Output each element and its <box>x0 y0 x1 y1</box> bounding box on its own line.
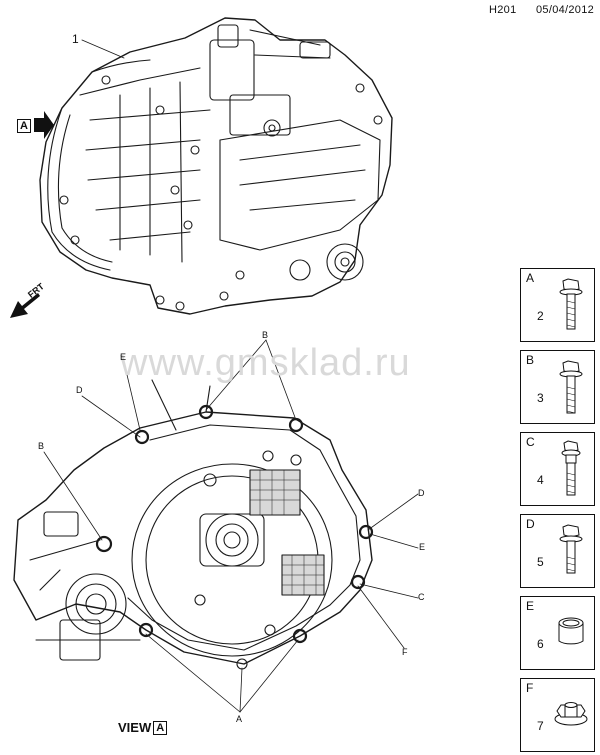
callout-e-left: E <box>120 352 127 362</box>
callout-c-right: C <box>418 592 425 602</box>
callout-b-left: B <box>38 441 45 451</box>
view-letter-box: A <box>153 721 168 735</box>
part-panel-f: F 7 <box>520 678 595 752</box>
bell-housing-view-a <box>13 379 374 670</box>
part-number: 6 <box>537 637 544 651</box>
part-panel-b: B 3 <box>520 350 595 424</box>
part-letter: B <box>526 353 535 367</box>
part-number: 3 <box>537 391 544 405</box>
view-arrow-icon <box>34 111 54 139</box>
callout-f-right: F <box>402 647 408 657</box>
part-letter: D <box>526 517 535 531</box>
drawing-code: H201 <box>489 4 517 16</box>
callout-e-right: E <box>419 542 426 552</box>
part-panel-e: E 6 <box>520 596 595 670</box>
callout-b-top: B <box>262 330 269 340</box>
part-number: 2 <box>537 309 544 323</box>
watermark: www.gmsklad.ru <box>120 342 411 384</box>
part-letter: F <box>526 681 534 695</box>
bolt-flange-short-icon <box>559 524 583 574</box>
callout-a-bottom: A <box>236 714 243 724</box>
view-arrow-label: A <box>17 119 31 133</box>
callout-d-right: D <box>418 488 425 498</box>
part-number: 5 <box>537 555 544 569</box>
bolt-flange-long-icon <box>559 278 583 330</box>
part-letter: C <box>526 435 535 449</box>
part-number: 4 <box>537 473 544 487</box>
part-letter: E <box>526 599 535 613</box>
bolt-flange-long-icon <box>559 360 583 414</box>
part-number: 7 <box>537 719 544 733</box>
bolt-collar-icon <box>561 440 581 496</box>
drawing-date: 05/04/2012 <box>536 4 595 16</box>
part-panel-d: D 5 <box>520 514 595 588</box>
front-arrow-icon <box>10 293 40 318</box>
transmission-assembly-top <box>39 17 393 315</box>
part-letter: A <box>526 271 535 285</box>
callout-d-left: D <box>76 385 83 395</box>
callout-1: 1 <box>72 32 79 46</box>
callout-leaders <box>43 339 419 713</box>
part-panel-c: C 4 <box>520 432 595 506</box>
dowel-sleeve-icon <box>558 617 584 645</box>
flange-nut-icon <box>554 702 588 726</box>
part-panel-a: A 2 <box>520 268 595 342</box>
